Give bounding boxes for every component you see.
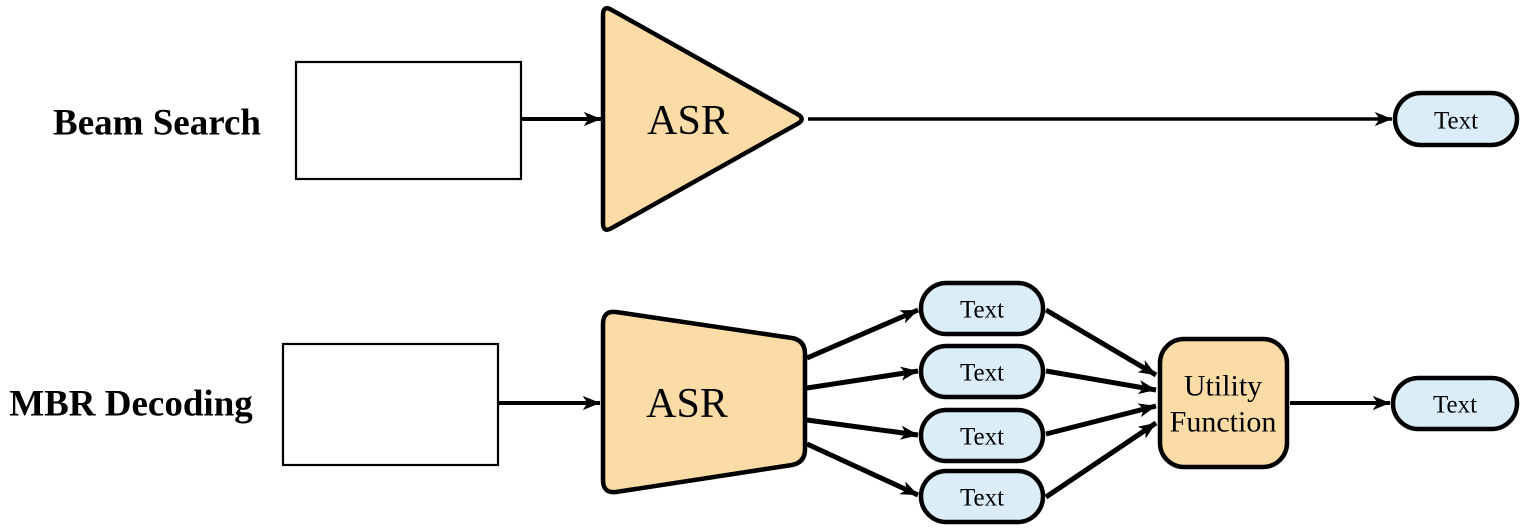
arrow-asr-to-hypothesis bbox=[806, 366, 919, 391]
fanout-arrows bbox=[805, 307, 920, 498]
arrow-hypothesis-to-utility bbox=[1045, 403, 1157, 437]
text-hypothesis-pill bbox=[918, 343, 1046, 400]
asr-trapezoid-block bbox=[600, 309, 808, 495]
beam-search-label: Beam Search bbox=[53, 103, 261, 144]
hypothesis-pills: Text Text Text Text bbox=[918, 280, 1046, 525]
text-output-pill bbox=[1390, 375, 1520, 432]
waveform-trace bbox=[298, 66, 518, 175]
text-output-label: Text bbox=[1433, 392, 1477, 419]
asr-label: ASR bbox=[647, 98, 729, 144]
arrow-asr-to-hypothesis bbox=[806, 307, 919, 361]
text-hypothesis-label: Text bbox=[960, 485, 1004, 512]
text-output-label: Text bbox=[1434, 108, 1478, 135]
text-hypothesis-pill bbox=[918, 407, 1046, 464]
waveform-trace bbox=[285, 348, 496, 461]
arrow-hypothesis-to-utility bbox=[1045, 368, 1157, 395]
audio-waveform-icon bbox=[281, 342, 500, 467]
audio-waveform-icon bbox=[294, 60, 523, 181]
mbr-decoding-label: MBR Decoding bbox=[9, 384, 253, 425]
utility-function-label-line2: Function bbox=[1170, 406, 1277, 439]
text-hypothesis-pill bbox=[918, 280, 1046, 337]
waveform-frame bbox=[294, 60, 523, 181]
text-output-pill bbox=[1392, 90, 1520, 148]
utility-function-label-line1: Utility bbox=[1184, 370, 1262, 403]
utility-function-block bbox=[1157, 336, 1290, 470]
arrow-asr-to-hypothesis bbox=[806, 417, 919, 440]
text-hypothesis-pill bbox=[918, 468, 1046, 525]
text-hypothesis-label: Text bbox=[960, 297, 1004, 324]
arrow-asr-to-hypothesis bbox=[805, 441, 920, 498]
beam-search-row: Beam Search ASR Text bbox=[53, 6, 1520, 232]
mbr-decoding-row: MBR Decoding ASR Text Text Text Text bbox=[9, 280, 1520, 525]
asr-label: ASR bbox=[646, 381, 728, 427]
asr-triangle-block bbox=[600, 6, 804, 232]
text-hypothesis-label: Text bbox=[960, 424, 1004, 451]
fanin-arrows bbox=[1044, 307, 1158, 500]
text-hypothesis-label: Text bbox=[960, 360, 1004, 387]
arrow-hypothesis-to-utility bbox=[1044, 420, 1158, 500]
arrow-hypothesis-to-utility bbox=[1044, 307, 1158, 378]
